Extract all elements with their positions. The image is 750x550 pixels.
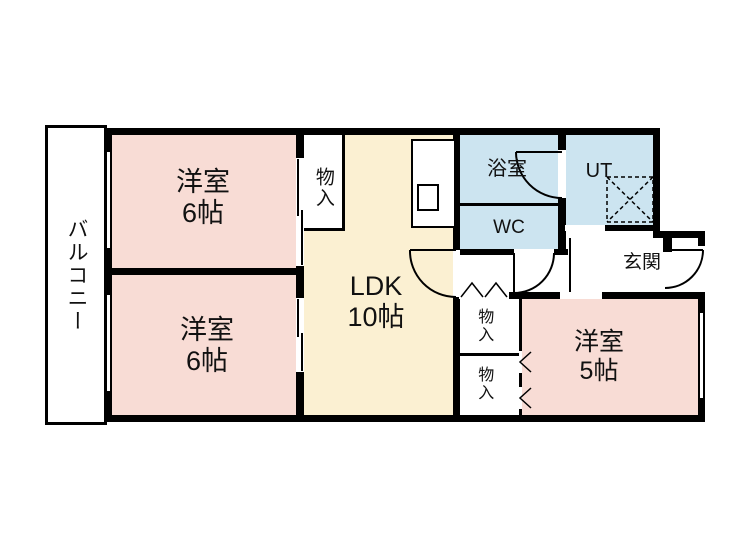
closet-middle-label: 物入 <box>462 299 504 353</box>
wall-entrance-stub <box>663 231 672 252</box>
bedroom-top-left-label: 洋室 6帖 <box>128 162 278 234</box>
wall-center-vertical <box>296 128 304 422</box>
toilet-label: WC <box>457 215 561 241</box>
room-name: 物入 <box>475 308 493 344</box>
room-name: 物入 <box>475 366 493 402</box>
toilet-door-opening <box>514 249 554 255</box>
ldk-door-opening <box>453 250 460 297</box>
closet-bottom-label: 物入 <box>462 357 504 411</box>
toilet-floor <box>457 205 561 251</box>
front-door-opening <box>698 246 705 292</box>
wall-bath-toilet <box>457 203 561 206</box>
room-name: 洋室 <box>180 314 234 345</box>
closet-middle-floor <box>457 296 520 355</box>
balcony: バルコニー <box>45 125 107 425</box>
closet-top-label: 物入 <box>302 146 344 230</box>
wall-outer-bottom <box>105 415 705 422</box>
balcony-label: バルコニー <box>65 217 88 333</box>
room-name: 洋室 <box>176 166 230 197</box>
room-size: 6帖 <box>185 346 229 376</box>
wall-closet-divider <box>457 353 522 356</box>
wall-outer-right-upper <box>653 128 660 238</box>
kitchen-sink <box>417 184 439 211</box>
kitchen-counter <box>411 139 456 228</box>
window-bedroom-bottom-left <box>105 295 112 391</box>
room-name: 物入 <box>312 167 334 209</box>
wall-entrance-step <box>653 231 705 238</box>
bedroom-top-left-floor <box>108 131 300 272</box>
closet-folding-door-opening <box>459 292 509 299</box>
bedroom-right-door-opening <box>560 292 602 299</box>
wall-utility-bottom <box>558 225 660 231</box>
closet-top-floor <box>300 131 345 231</box>
window-bedroom-top-left <box>105 152 112 248</box>
room-size: 10帖 <box>347 302 405 332</box>
wall-outer-top <box>105 128 660 135</box>
utility-door-opening <box>565 225 605 231</box>
room-name: WC <box>493 217 525 239</box>
room-size: 6帖 <box>181 198 225 228</box>
wall-outer-left <box>105 128 112 422</box>
room-size: 5帖 <box>579 357 619 385</box>
wall-closet-top-right <box>342 131 345 231</box>
room-name: 浴室 <box>487 157 527 180</box>
entrance-label: 玄関 <box>600 250 684 276</box>
bedroom-right-label: 洋室 5帖 <box>520 320 678 394</box>
wall-toilet-bottom <box>453 249 568 255</box>
wall-bedroom-divider <box>105 268 304 275</box>
room-name: 洋室 <box>573 328 624 357</box>
room-name: 玄関 <box>622 252 661 274</box>
window-bedroom-right <box>698 313 705 398</box>
bedroom-bottom-left-floor <box>108 271 300 419</box>
wall-closet-top-bottom <box>300 228 345 231</box>
utility-label: UT <box>563 158 635 184</box>
room-name: LDK <box>349 270 403 301</box>
bedroom-bottom-left-label: 洋室 6帖 <box>132 310 282 382</box>
toilet-door-arc <box>513 252 555 294</box>
ldk-label: LDK 10帖 <box>300 266 452 338</box>
room-name: UT <box>585 159 613 182</box>
closet-bottom-floor <box>457 355 520 416</box>
bathroom-label: 浴室 <box>455 156 559 182</box>
